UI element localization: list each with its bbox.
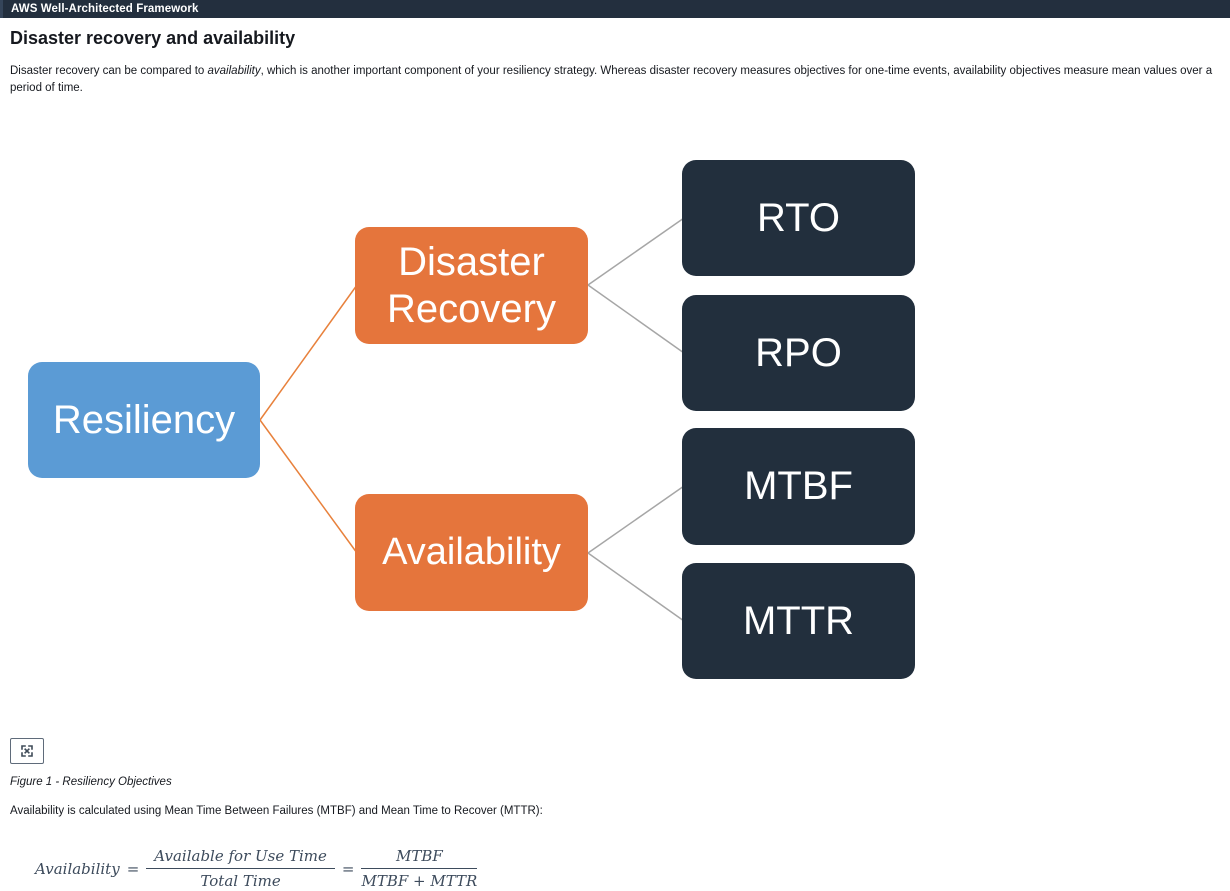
- formula-fraction-mtbf-numerator: MTBF: [361, 847, 478, 870]
- node-availability: Availability: [355, 494, 588, 612]
- node-availability-label: Availability: [382, 531, 561, 574]
- figure-caption: Figure 1 - Resiliency Objectives: [10, 776, 172, 789]
- node-mttr: MTTR: [682, 563, 915, 680]
- formula-equals-2: =: [341, 859, 355, 878]
- node-mtbf-label: MTBF: [744, 464, 853, 509]
- expand-icon: [21, 745, 33, 758]
- page-title: Disaster recovery and availability: [10, 28, 296, 48]
- node-rto: RTO: [682, 160, 915, 277]
- expand-image-button[interactable]: [10, 738, 44, 765]
- formula-fraction-mtbf-denominator: MTBF + MTTR: [361, 872, 478, 891]
- formula-fraction-mtbf: MTBF MTBF + MTTR: [361, 847, 478, 891]
- formula-equals-1: =: [126, 859, 140, 878]
- node-rto-label: RTO: [757, 195, 840, 240]
- node-disaster-recovery-label-line2: Recovery: [387, 286, 556, 331]
- intro-text-prefix: Disaster recovery can be compared to: [10, 65, 208, 77]
- node-rpo: RPO: [682, 295, 915, 412]
- node-resiliency: Resiliency: [28, 362, 260, 479]
- app-title-bar: AWS Well-Architected Framework: [0, 0, 1230, 18]
- intro-text-italic: availability: [207, 65, 261, 77]
- formula-fraction-time-denominator: Total Time: [200, 872, 281, 891]
- node-mtbf: MTBF: [682, 428, 915, 546]
- node-resiliency-label: Resiliency: [52, 397, 236, 442]
- intro-text-suffix: , which is another important component o…: [10, 65, 1213, 94]
- resiliency-objectives-diagram: Resiliency Disaster Recovery Availabilit…: [0, 160, 930, 705]
- availability-paragraph: Availability is calculated using Mean Ti…: [10, 805, 543, 818]
- app-title: AWS Well-Architected Framework: [11, 3, 199, 15]
- formula-fraction-time-numerator: Available for Use Time: [146, 847, 335, 870]
- node-mttr-label: MTTR: [742, 598, 855, 643]
- formula-fraction-time: Available for Use Time Total Time: [146, 847, 335, 890]
- node-rpo-label: RPO: [755, 330, 842, 375]
- doc-content: Disaster recovery and availability Disas…: [0, 28, 1230, 890]
- node-disaster-recovery-label-line1: Disaster: [398, 239, 545, 284]
- connector-lines: [259, 217, 685, 622]
- intro-paragraph: Disaster recovery can be compared to ava…: [10, 63, 1220, 96]
- availability-formula: Availability = Available for Use Time To…: [35, 847, 478, 891]
- node-disaster-recovery: Disaster Recovery: [355, 227, 588, 345]
- formula-lhs: Availability: [35, 859, 120, 878]
